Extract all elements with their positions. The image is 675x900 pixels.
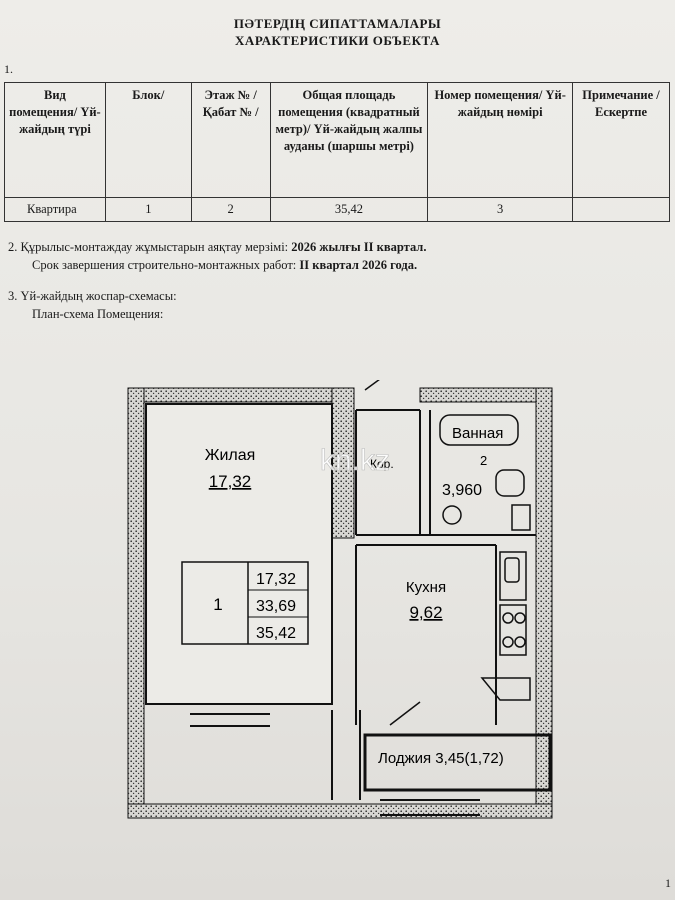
plan-heading-ru: План-схема Помещения:: [32, 307, 164, 321]
cell-note: [572, 197, 670, 222]
page-number: 1: [665, 876, 671, 890]
door-swings: [364, 380, 421, 726]
summary-total-area: 35,42: [256, 625, 296, 642]
completion-kz-value: 2026 жылғы II квартал.: [291, 240, 427, 254]
bath-fixtures: [439, 414, 531, 531]
cell-type: Квартира: [4, 197, 106, 222]
room-area: 17,32: [209, 472, 252, 491]
title-kz: ПӘТЕРДІҢ СИПАТТАМАЛАРЫ: [233, 16, 442, 31]
area-summary-box: 1 17,32 33,69 35,42: [181, 561, 309, 645]
section-3: 3. Үй-жайдың жоспар-схемасы: План-схема …: [8, 287, 177, 323]
table-row: Квартира 1 2 35,42 3: [4, 197, 670, 222]
summary-useful-area: 33,69: [256, 598, 296, 615]
col-header-number: Номер помещения/ Үй-жайдың нөмірі: [427, 82, 574, 198]
col-header-type: Вид помещения/ Үй-жайдың түрі: [4, 82, 106, 198]
bath-area: 3,960: [442, 482, 482, 499]
cell-area: 35,42: [269, 197, 429, 222]
section-3-number: 3.: [8, 289, 18, 303]
completion-kz-label: Құрылыс-монтаждау жұмыстарын аяқтау мерз…: [20, 240, 289, 254]
kitchen-label: Кухня: [406, 579, 446, 596]
completion-ru-label: Срок завершения строительно-монтажных ра…: [32, 258, 297, 272]
plan-heading-kz: Үй-жайдың жоспар-схемасы:: [20, 289, 177, 303]
summary-living-area: 17,32: [256, 571, 296, 588]
kitchen-fixtures: [480, 551, 531, 701]
bath-extra: 2: [480, 453, 487, 468]
room-label: Жилая: [205, 447, 256, 464]
col-header-area: Общая площадь помещения (квадратный метр…: [269, 82, 429, 198]
cell-number: 3: [427, 197, 574, 222]
section-1-number: 1.: [4, 62, 13, 76]
cell-block: 1: [104, 197, 192, 222]
section-2: 2. Құрылыс-монтаждау жұмыстарын аяқтау м…: [8, 238, 426, 274]
summary-apartment-number: 1: [213, 595, 222, 614]
section-2-number: 2.: [8, 240, 18, 254]
loggia-label: Лоджия 3,45(1,72): [378, 750, 504, 767]
col-header-block: Блок/: [104, 82, 192, 198]
cell-floor: 2: [190, 197, 271, 222]
watermark: kn.kz: [320, 444, 390, 477]
object-characteristics-table: Вид помещения/ Үй-жайдың түрі Блок/ Этаж…: [4, 82, 670, 222]
interior-walls: [145, 403, 552, 816]
table-header-row: Вид помещения/ Үй-жайдың түрі Блок/ Этаж…: [4, 82, 670, 198]
kitchen-area: 9,62: [409, 603, 442, 622]
col-header-note: Примечание / Ескертпе: [572, 82, 670, 198]
completion-ru-value: II квартал 2026 года.: [299, 258, 418, 272]
hall-label: Кор.: [370, 457, 394, 471]
title-ru: ХАРАКТЕРИСТИКИ ОБЪЕКТА: [235, 33, 440, 48]
bath-label: Ванная: [452, 425, 503, 442]
col-header-floor: Этаж № / Қабат № /: [190, 82, 271, 198]
floor-plan: 1 17,32 33,69 35,42 Жилая 17,32 Кор. Ван…: [127, 380, 553, 819]
